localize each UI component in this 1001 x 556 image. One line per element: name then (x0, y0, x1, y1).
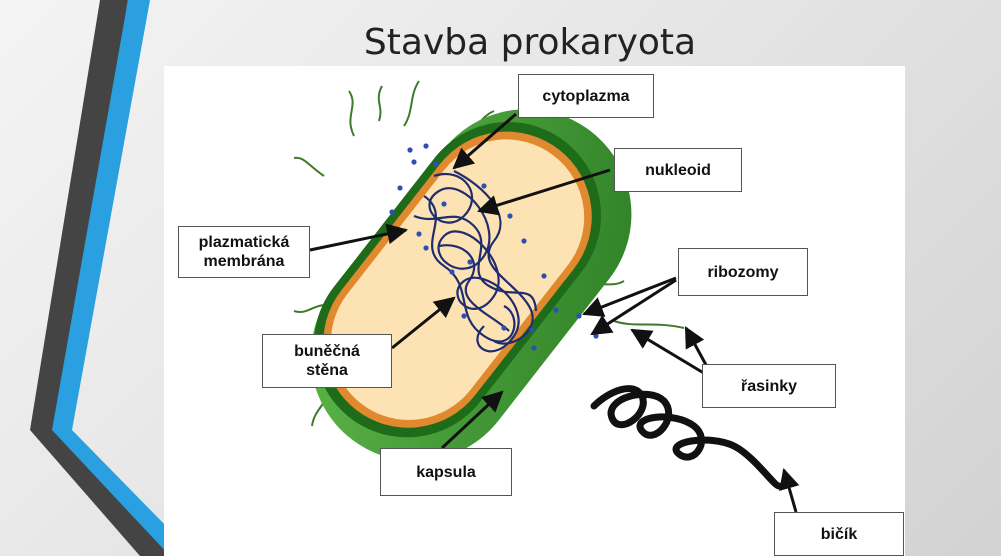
pilus (404, 81, 419, 126)
ribosome (433, 161, 438, 166)
ribosome (441, 201, 446, 206)
ribosome (423, 143, 428, 148)
slide-title: Stavba prokaryota (160, 18, 900, 68)
ribosome (576, 313, 581, 318)
ribosome (529, 327, 534, 332)
ribosome (481, 183, 486, 188)
blue-stripe-lower (52, 430, 170, 556)
label-pili: řasinky (702, 364, 836, 408)
label-cytoplasm: cytoplazma (518, 74, 654, 118)
ribosome (467, 259, 472, 264)
ribosome (389, 209, 394, 214)
dark-stripe-lower (30, 430, 170, 556)
pilus (614, 321, 684, 328)
label-ribosomes: ribozomy (678, 248, 808, 296)
ribosome (449, 269, 454, 274)
ribosome (411, 159, 416, 164)
pilus (379, 86, 382, 121)
label-capsule: kapsula (380, 448, 512, 496)
label-flagellum: bičík (774, 512, 904, 556)
ribosome (541, 273, 546, 278)
ribosome (507, 213, 512, 218)
bacterium-illustration (164, 66, 905, 556)
ribosome (416, 231, 421, 236)
prokaryote-diagram: cytoplazma nukleoid plazmatická membrána… (164, 66, 905, 556)
ribosome (531, 345, 536, 350)
label-plasma-membrane: plazmatická membrána (178, 226, 310, 278)
ribosome (553, 307, 558, 312)
ribosome (397, 185, 402, 190)
ribosome (501, 325, 506, 330)
arrow-flagellum (784, 470, 796, 512)
ribosome (423, 245, 428, 250)
label-cell-wall: buněčná stěna (262, 334, 392, 388)
ribosome (461, 313, 466, 318)
pilus (294, 158, 324, 176)
ribosome (521, 238, 526, 243)
slide-decoration (0, 0, 170, 556)
label-nucleoid: nukleoid (614, 148, 742, 192)
ribosome (407, 147, 412, 152)
pilus (349, 91, 354, 136)
